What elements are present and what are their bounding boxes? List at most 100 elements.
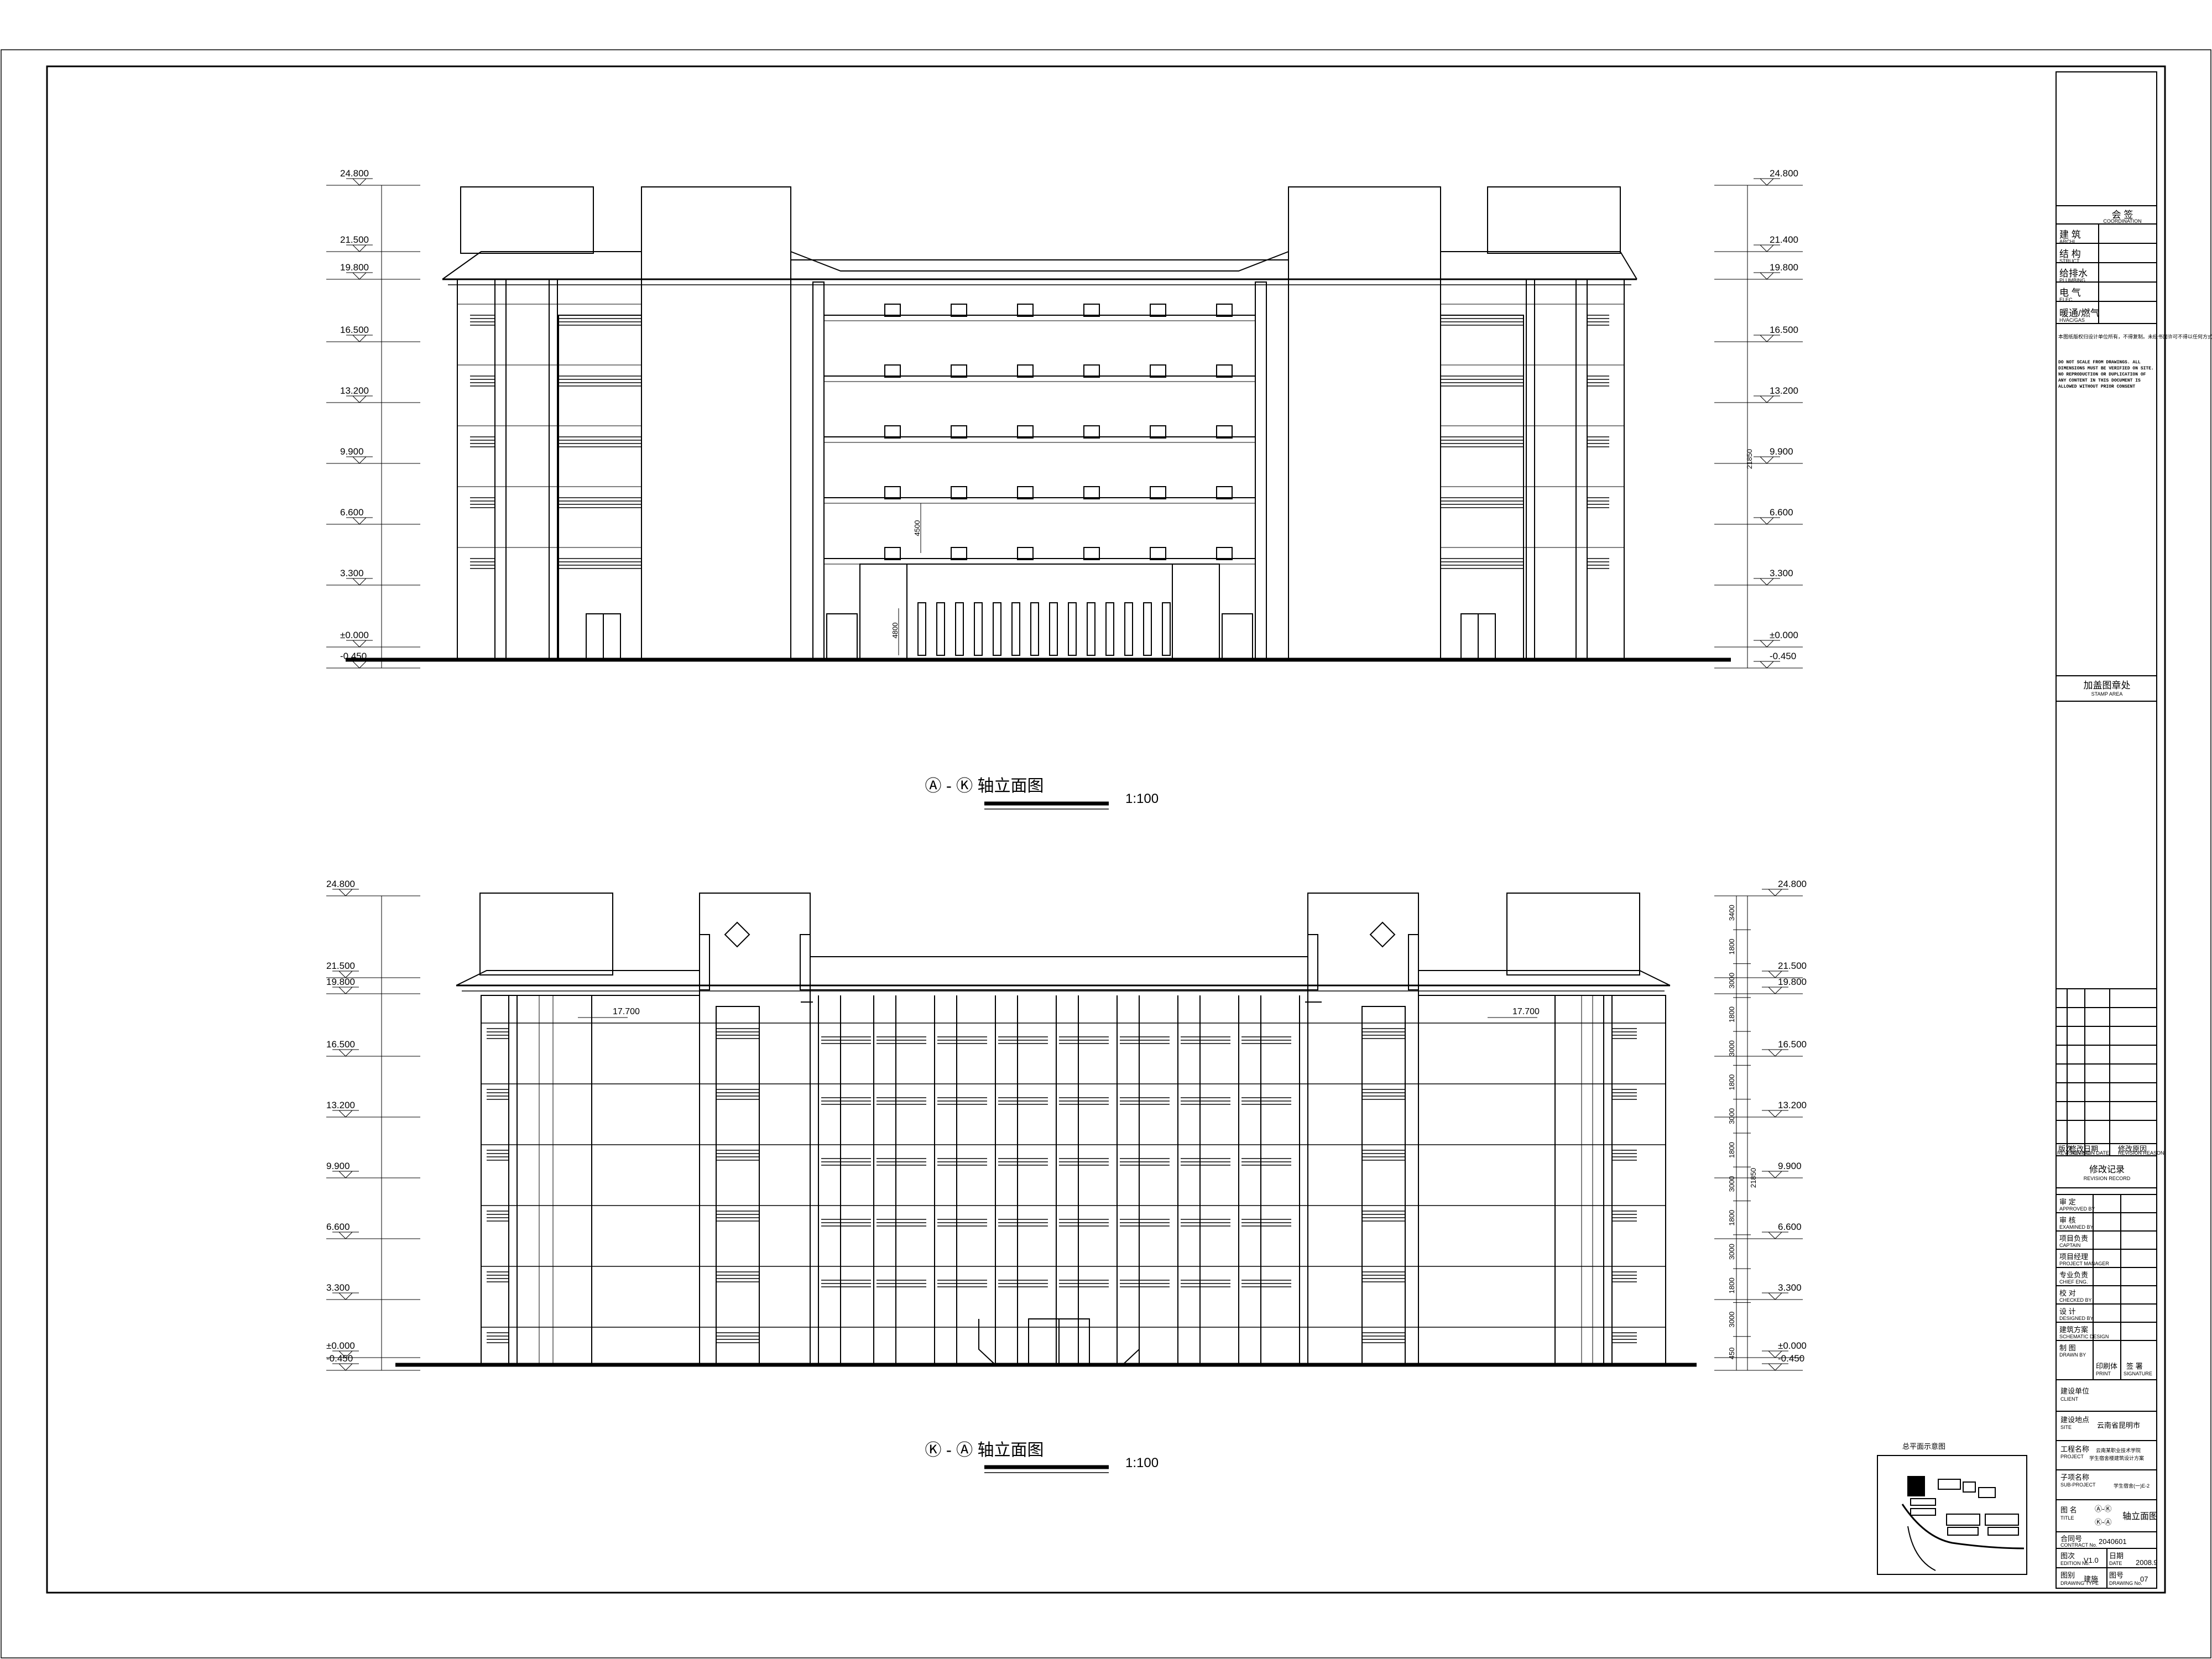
approval-label: 建筑方案 — [2059, 1326, 2088, 1334]
title-bottom-text: Ⓚ - Ⓐ 轴立面图 — [925, 1441, 1044, 1459]
scale-bottom: 1:100 — [1125, 1455, 1159, 1470]
site-value: 云南省昆明市 — [2097, 1421, 2140, 1430]
level-label: 19.800 — [1778, 977, 1807, 987]
dimension-label: 1800 — [1728, 1142, 1736, 1158]
level-label: 16.500 — [1770, 325, 1798, 335]
number-label: 图号 — [2109, 1571, 2124, 1579]
level-label: -0.450 — [326, 1353, 353, 1364]
signoff-header: 会 签 — [2112, 210, 2133, 220]
level-label: 24.800 — [326, 879, 355, 889]
svg-text:DRAWING No.: DRAWING No. — [2109, 1580, 2142, 1586]
svg-text:CLIENT: CLIENT — [2060, 1396, 2079, 1402]
level-label: 13.200 — [1778, 1100, 1807, 1110]
svg-text:修改原因: 修改原因 — [2118, 1145, 2147, 1153]
svg-text:PROJECT: PROJECT — [2060, 1454, 2084, 1459]
dimension-label: 1800 — [1728, 1074, 1736, 1091]
level-label: 9.900 — [340, 446, 364, 457]
level-label: ±0.000 — [326, 1340, 355, 1351]
dimension-label: 3000 — [1728, 1312, 1736, 1328]
svg-text:SITE: SITE — [2060, 1425, 2072, 1430]
svg-text:DRAWING TYPE: DRAWING TYPE — [2060, 1580, 2099, 1586]
approval-label: 审 核 — [2059, 1216, 2076, 1224]
windows — [884, 304, 1233, 560]
title-top: Ⓐ - Ⓚ 轴立面图 1:100 — [925, 777, 1159, 810]
level-label: 24.800 — [1770, 168, 1798, 179]
windows-bottom — [539, 995, 1593, 1365]
level-label: 16.500 — [340, 325, 369, 335]
dimension-chain-right: 3400180030001800300018003000180030001800… — [1728, 895, 1751, 1370]
svg-text:修改日期: 修改日期 — [2069, 1145, 2098, 1153]
project-value-1: 云南某职业技术学院 — [2096, 1447, 2141, 1453]
level-label: 24.800 — [1778, 879, 1807, 889]
title-block — [2056, 71, 2157, 1589]
title-bottom: Ⓚ - Ⓐ 轴立面图 1:100 — [925, 1441, 1159, 1473]
level-label: 19.800 — [326, 977, 355, 987]
signoff-label: 结 构 — [2059, 249, 2081, 259]
client-label: 建设单位 — [2060, 1387, 2089, 1395]
scale-top: 1:100 — [1125, 791, 1159, 806]
svg-text:签 署: 签 署 — [2126, 1362, 2143, 1370]
level-label: 6.600 — [1778, 1222, 1802, 1232]
level-label: 9.900 — [1770, 446, 1793, 457]
approval-label-en: CHECKED BY — [2059, 1297, 2092, 1303]
dimension-label: 3000 — [1728, 973, 1736, 989]
svg-text:REVISION NO.: REVISION NO. — [2057, 1150, 2091, 1156]
level-label: 21.400 — [1770, 234, 1798, 245]
roof-level-right: 17.700 — [1512, 1007, 1540, 1016]
svg-text:SUB-PROJECT: SUB-PROJECT — [2060, 1482, 2096, 1488]
approval-label-en: SCHEMATIC DESIGN — [2059, 1334, 2109, 1339]
level-label: -0.450 — [340, 651, 367, 661]
svg-text:DATE: DATE — [2109, 1561, 2122, 1566]
svg-text:COORDINATION: COORDINATION — [2103, 218, 2141, 224]
floor-bands — [457, 304, 1624, 569]
site-label: 建设地点 — [2060, 1416, 2089, 1424]
level-label: ±0.000 — [1770, 630, 1798, 640]
svg-text:Ⓐ-Ⓚ: Ⓐ-Ⓚ — [2095, 1505, 2111, 1513]
approval-label: 设 计 — [2059, 1307, 2076, 1316]
dim-total-bottom: 21850 — [1749, 1168, 1757, 1188]
svg-text:EDITION No.: EDITION No. — [2060, 1561, 2090, 1566]
level-label: 19.800 — [1770, 262, 1798, 273]
level-label: 13.200 — [326, 1100, 355, 1110]
level-label: 3.300 — [1770, 568, 1793, 578]
approval-label-en: EXAMINED BY — [2059, 1224, 2094, 1230]
site-plan: 总平面示意图 — [1877, 1442, 2027, 1575]
dimension-label: 3000 — [1728, 1040, 1736, 1056]
subproject-value: 学生宿舍(一)E-2 — [2114, 1483, 2150, 1489]
level-label: ±0.000 — [340, 630, 369, 640]
signoff-label-en: STRUCT. — [2059, 258, 2080, 264]
dimension-label: 1800 — [1728, 1006, 1736, 1022]
level-label: 16.500 — [326, 1039, 355, 1050]
entrance-columns — [917, 602, 1171, 656]
approval-label-en: CHIEF ENG. — [2059, 1279, 2088, 1285]
subproject-label: 子项名称 — [2060, 1473, 2089, 1481]
svg-text:版次: 版次 — [2058, 1145, 2073, 1153]
dimension-label: 3400 — [1728, 905, 1736, 921]
dimension-label: 3000 — [1728, 1244, 1736, 1260]
type-label: 图别 — [2060, 1571, 2075, 1579]
level-label: 3.300 — [1778, 1282, 1802, 1293]
level-label: 13.200 — [340, 385, 369, 396]
approval-label-en: PROJECT MANAGER — [2059, 1261, 2109, 1266]
svg-text:SIGNATURE: SIGNATURE — [2124, 1371, 2152, 1376]
level-label: 3.300 — [326, 1282, 350, 1293]
dimension-label: 1800 — [1728, 1277, 1736, 1293]
level-label: 9.900 — [326, 1161, 350, 1171]
level-label: 16.500 — [1778, 1039, 1807, 1050]
inner-border — [46, 65, 2166, 1594]
svg-text:Ⓚ-Ⓐ: Ⓚ-Ⓐ — [2095, 1518, 2111, 1526]
approval-label-en: DESIGNED BY — [2059, 1316, 2094, 1321]
level-marks-left: 24.80021.50019.80016.50013.2009.9006.600… — [326, 168, 420, 669]
signoff-label: 电 气 — [2059, 288, 2081, 298]
date-label: 日期 — [2109, 1552, 2124, 1560]
type-value: 建施 — [2084, 1575, 2098, 1583]
project-label: 工程名称 — [2060, 1445, 2089, 1453]
number-value: 07 — [2140, 1575, 2148, 1583]
level-label: ±0.000 — [1778, 1340, 1807, 1351]
approval-label-en: APPROVED BY — [2059, 1206, 2095, 1212]
level-label: 19.800 — [340, 262, 369, 273]
title-top-text: Ⓐ - Ⓚ 轴立面图 — [925, 777, 1044, 795]
date-value: 2008.9 — [2136, 1558, 2158, 1567]
